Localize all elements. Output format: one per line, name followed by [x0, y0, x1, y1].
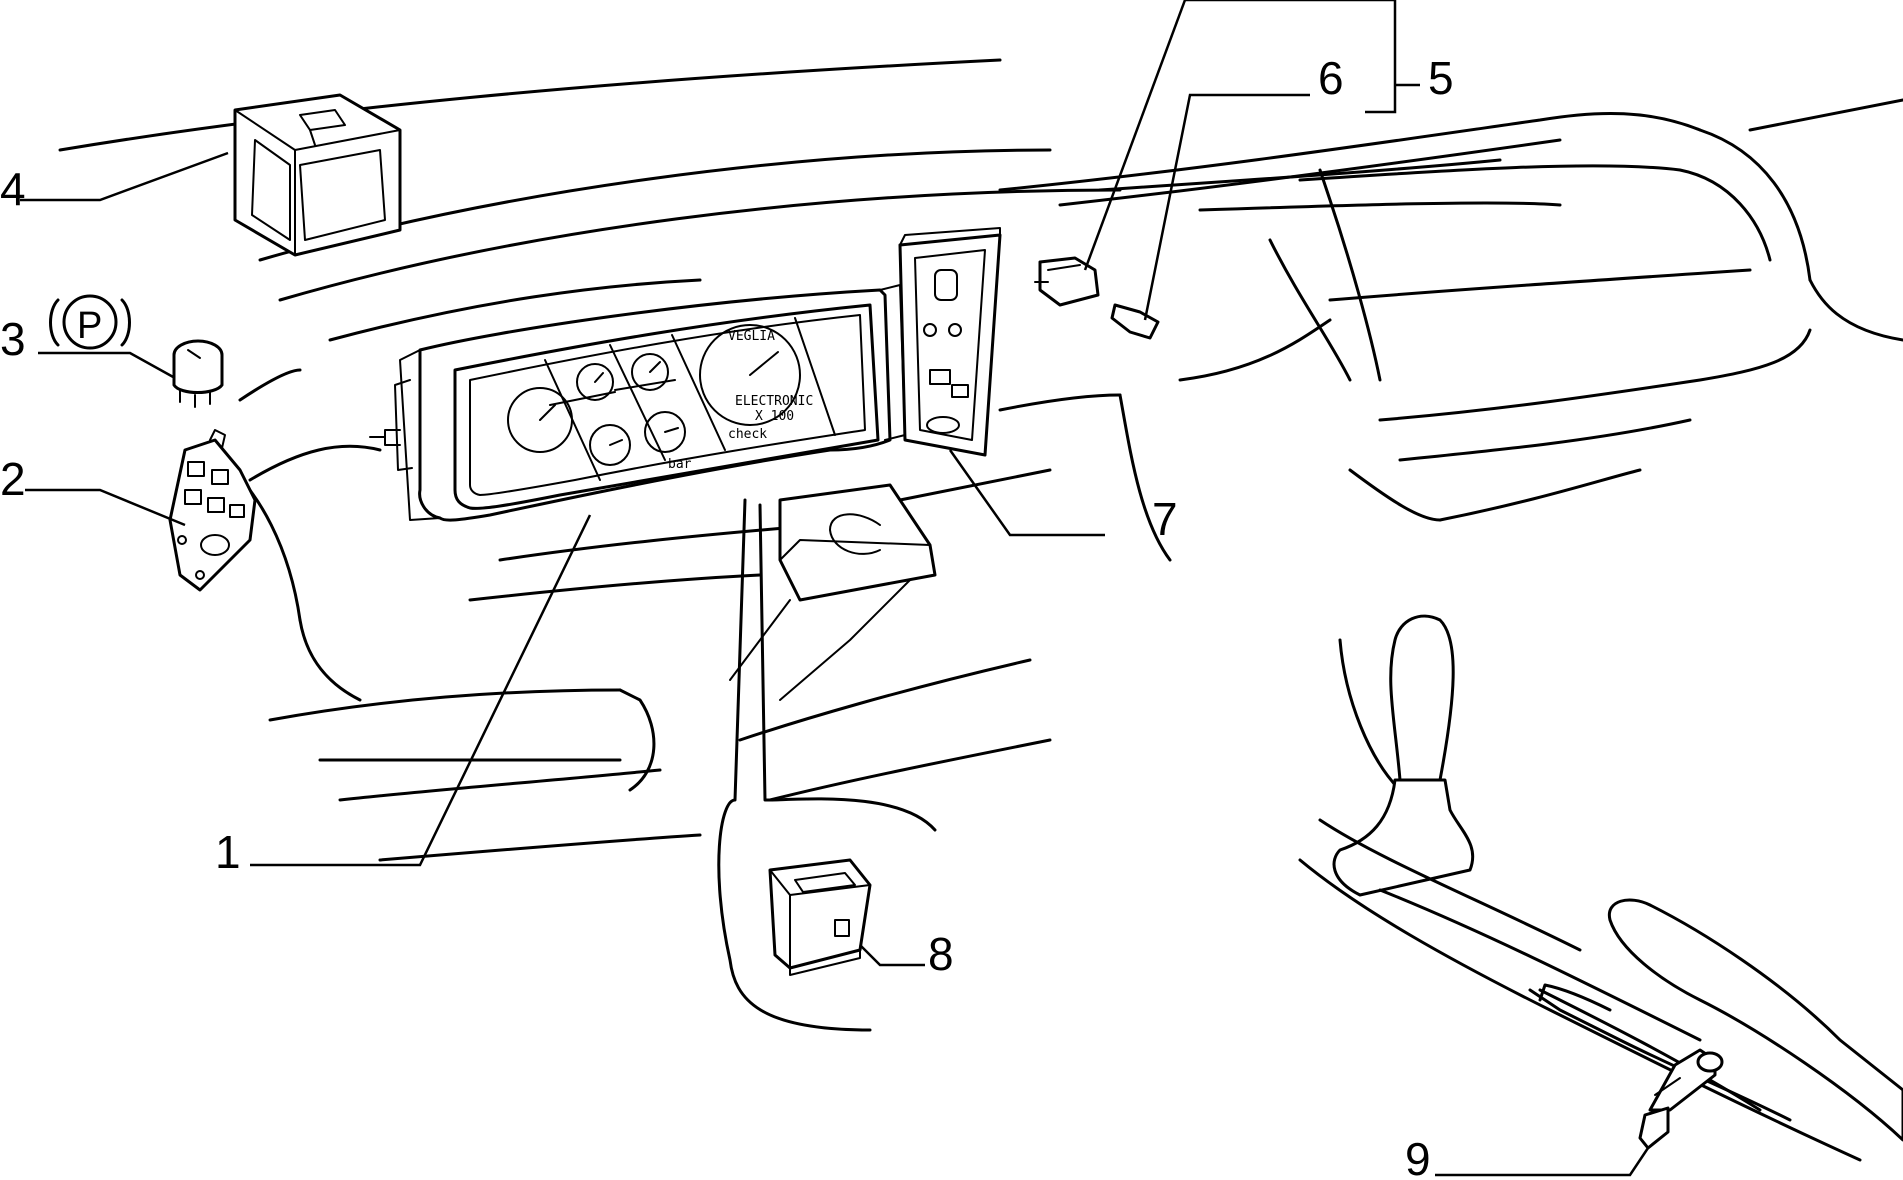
leader-4: [20, 151, 229, 202]
callout-5: 5: [1428, 52, 1454, 104]
part-8-inset-frame: [717, 498, 937, 1032]
leader-7: [948, 449, 1105, 537]
callout-3: 3: [0, 313, 26, 365]
leader-9: [1435, 1147, 1650, 1177]
part-4-switch-housing: [233, 93, 402, 257]
leader-lines: [20, 0, 1650, 1177]
leader-5-pointer: [1083, 0, 1187, 271]
callout-labels: 1 2 3 4 5 6 7 8 9: [0, 52, 1454, 1180]
part-5-bulb-holder: [1034, 256, 1100, 307]
leader-2: [25, 488, 186, 527]
leader-8: [859, 944, 925, 967]
parking-symbol-letter: P: [77, 305, 102, 347]
leader-6: [1143, 93, 1310, 321]
callout-9: 9: [1405, 1133, 1431, 1180]
part-1-instrument-cluster: VEGLIA ELECTRONIC X 100 check bar: [369, 284, 906, 522]
callout-2: 2: [0, 453, 26, 505]
leader-1: [250, 514, 592, 867]
callout-8: 8: [928, 928, 954, 980]
leader-3: [38, 351, 176, 380]
callout-1: 1: [215, 826, 241, 878]
callout-7: 7: [1152, 493, 1178, 545]
part-8-switch: [768, 858, 872, 976]
parking-brake-symbol: P: [49, 294, 131, 350]
cluster-gauge-unit: X 100: [755, 409, 794, 424]
gear-shifter: [1298, 614, 1903, 1162]
part-7-warning-panel: [898, 227, 1002, 457]
part-2-bracket: [168, 429, 257, 592]
cluster-gauge-title: VEGLIA: [728, 329, 775, 344]
cluster-check-label: check: [728, 427, 767, 442]
part-3-handbrake-lamp: [172, 339, 224, 408]
center-console-panel: [729, 483, 937, 701]
part-6-bulb: [1110, 303, 1160, 340]
leader-5-bracket: [1185, 0, 1397, 114]
callout-6: 6: [1318, 52, 1344, 104]
cluster-bar-label: bar: [668, 457, 692, 472]
dashboard-outline: [58, 58, 1903, 862]
part-9-brake-switch: [1638, 1048, 1724, 1150]
cluster-gauge-sub: ELECTRONIC: [735, 394, 813, 409]
callout-4: 4: [0, 163, 26, 215]
